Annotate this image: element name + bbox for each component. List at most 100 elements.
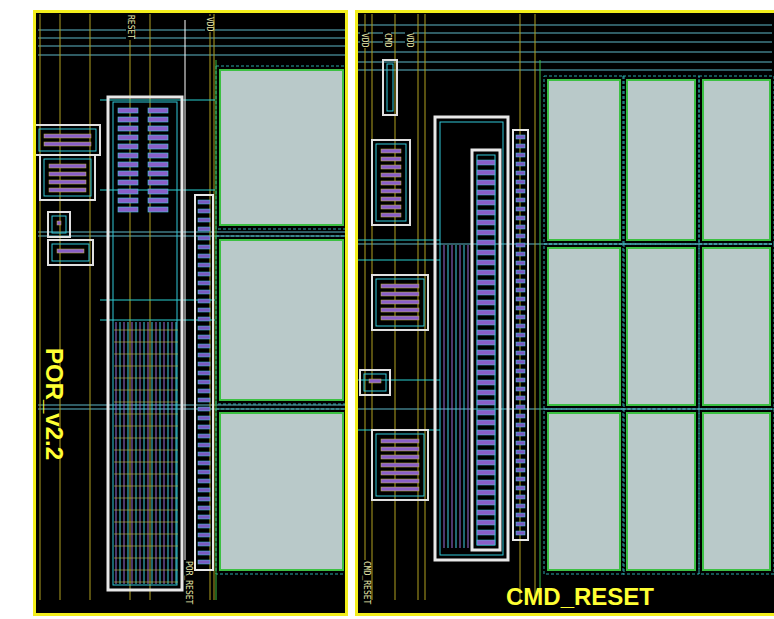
layout-shape <box>477 420 495 425</box>
layout-shape <box>114 498 178 499</box>
layout-shape <box>114 510 178 511</box>
layout-shape <box>477 320 495 325</box>
layout-shape <box>392 101 393 105</box>
layout-shape <box>358 409 772 410</box>
layout-shape <box>516 315 525 319</box>
layout-shape <box>198 479 210 483</box>
layout-shape <box>114 402 178 403</box>
layout-shape <box>118 180 138 185</box>
layout-shape <box>148 171 168 176</box>
layout-shape <box>358 260 440 261</box>
layout-shape <box>703 248 770 405</box>
layout-shape <box>699 244 774 409</box>
layout-shape <box>372 140 410 225</box>
layout-shape <box>444 245 445 548</box>
layout-shape <box>114 522 178 523</box>
layout-shape <box>516 432 525 436</box>
layout-shape <box>128 322 129 584</box>
layout-shape <box>148 126 168 131</box>
layout-shape <box>198 452 210 456</box>
layout-shape <box>548 248 620 405</box>
pin-label: VDD <box>205 16 213 32</box>
layout-shape <box>381 447 419 451</box>
layout-shape <box>198 317 210 321</box>
layout-shape <box>108 97 182 590</box>
layout-shape <box>516 378 525 382</box>
capacitor-array <box>216 66 774 574</box>
layout-shape <box>477 270 495 275</box>
layout-shape <box>198 560 210 564</box>
layout-shape <box>477 350 495 355</box>
layout-cell: CMD_RESET <box>355 10 774 616</box>
pin-label: VDD <box>360 32 368 48</box>
layout-shape <box>358 244 772 245</box>
layout-shape <box>516 225 525 229</box>
layout-shape <box>195 195 213 570</box>
layout-shape <box>477 490 495 495</box>
layout-shape <box>198 515 210 519</box>
layout-shape <box>118 162 138 167</box>
layout-shape <box>118 135 138 140</box>
layout-shape <box>477 190 495 195</box>
layout-shape <box>516 351 525 355</box>
pin-label: CMD_RESET <box>362 560 370 605</box>
layout-shape <box>185 20 186 590</box>
layout-shape <box>477 370 495 375</box>
layout-cell: POR_v2.2 <box>33 10 348 616</box>
layout-shape <box>220 70 343 225</box>
layout-shape <box>516 477 525 481</box>
layout-shape <box>477 400 495 405</box>
layout-shape <box>198 362 210 366</box>
layout-shape <box>623 244 699 409</box>
layout-shape <box>627 413 695 570</box>
layout-shape <box>164 322 165 584</box>
layout-shape <box>114 354 178 355</box>
layout-shape <box>516 396 525 400</box>
layout-shape <box>381 455 419 459</box>
layout-shape <box>440 122 503 555</box>
layout-shape <box>148 108 168 113</box>
layout-shape <box>220 413 343 570</box>
layout-shape <box>460 245 461 548</box>
layout-shape <box>516 387 525 391</box>
layout-shape <box>216 66 347 229</box>
layout-shape <box>623 76 699 244</box>
layout-shape <box>114 426 178 427</box>
layout-shape <box>35 125 100 155</box>
layout-shape <box>148 135 168 140</box>
layout-shape <box>38 405 346 406</box>
layout-shape <box>540 60 541 600</box>
layout-shape <box>372 430 428 500</box>
layout-shape <box>477 240 495 245</box>
layout-shape <box>425 14 426 600</box>
layout-shape <box>148 207 168 212</box>
layout-shape <box>216 60 217 600</box>
layout-shape <box>477 310 495 315</box>
layout-shape <box>516 333 525 337</box>
layout-shape <box>477 430 495 435</box>
layout-shape <box>118 171 138 176</box>
layout-shape <box>124 322 125 584</box>
layout-shape <box>156 322 157 584</box>
layout-shape <box>44 134 91 138</box>
layout-shape <box>477 180 495 185</box>
layout-shape <box>381 316 419 320</box>
resistor-ladder <box>195 130 528 570</box>
layout-shape <box>464 245 465 548</box>
layout-shape <box>358 52 772 53</box>
layout-shape <box>198 407 210 411</box>
layout-shape <box>468 245 469 548</box>
layout-shape <box>477 220 495 225</box>
layout-shape <box>623 409 699 574</box>
layout-shape <box>477 540 495 545</box>
layout-shape <box>60 14 61 600</box>
layout-shape <box>456 245 457 548</box>
layout-shape <box>381 173 401 177</box>
layout-shape <box>516 180 525 184</box>
layout-shape <box>176 322 177 584</box>
layout-shape <box>548 80 620 240</box>
layout-shape <box>198 353 210 357</box>
layout-shape <box>39 129 96 151</box>
layout-shape <box>381 471 419 475</box>
layout-shape <box>198 371 210 375</box>
